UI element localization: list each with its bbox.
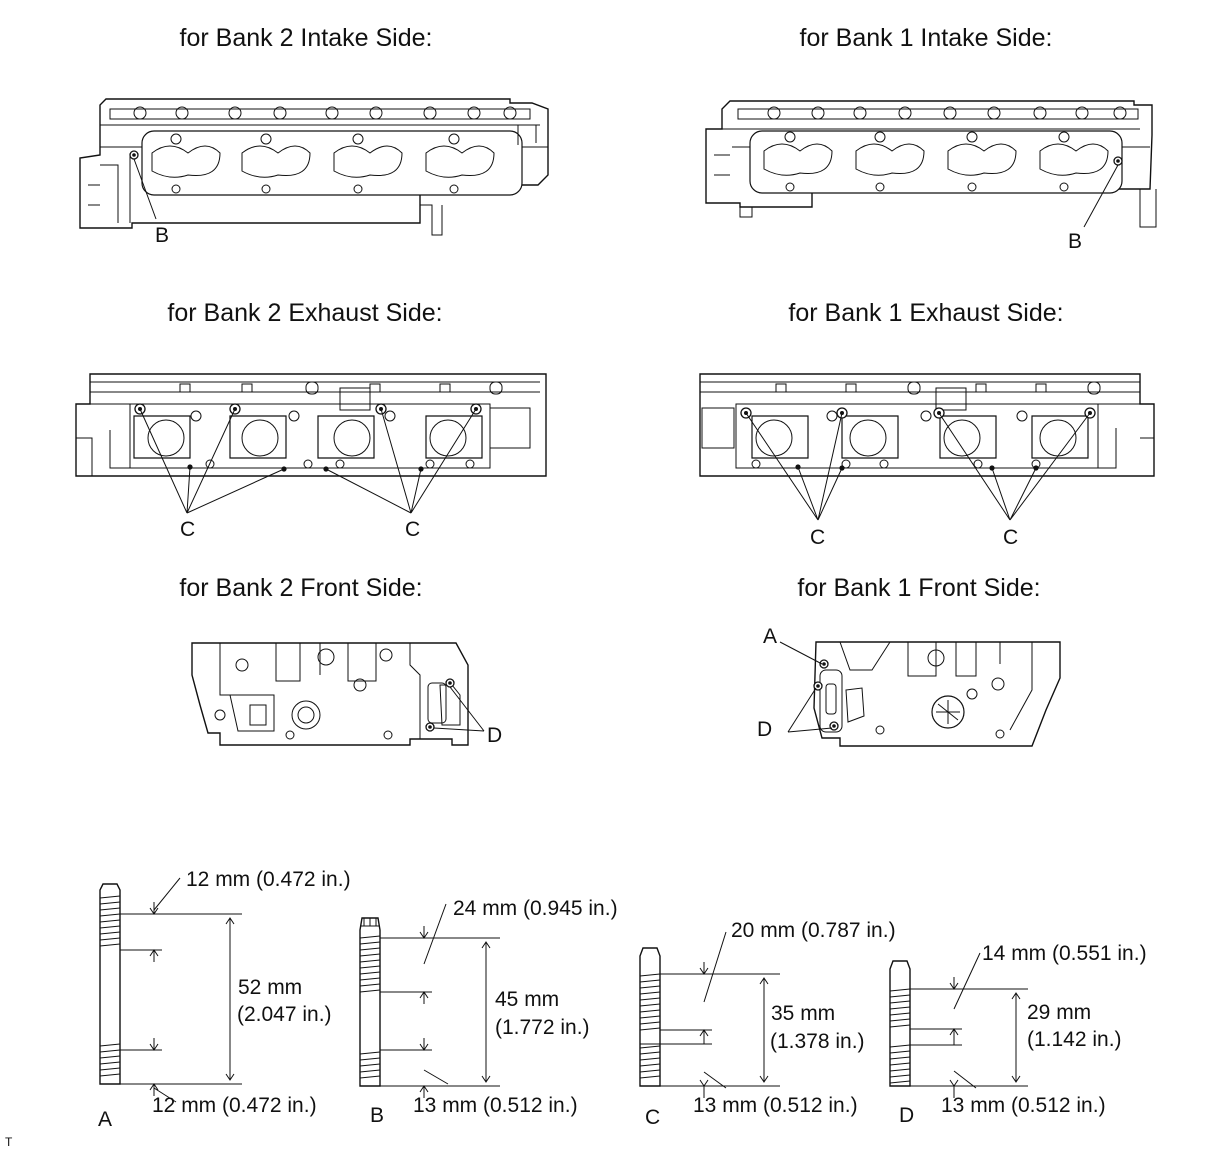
stud-a-letter: A [98,1108,113,1131]
heading-bank1-intake: for Bank 1 Intake Side: [799,24,1053,52]
stud-c-overall-in: (1.378 in.) [770,1030,865,1053]
heading-bank2-intake: for Bank 2 Intake Side: [179,24,433,52]
bank2-exhaust-head-drawing [75,373,547,514]
stud-c-overall-mm: 35 mm [771,1002,836,1025]
stud-b-drawing [359,903,500,1098]
callout-b1-intake-b: B [1068,230,1083,253]
stud-d-thread-top-dim: 14 mm (0.551 in.) [982,942,1147,965]
corner-mark: T [5,1135,13,1149]
stud-c-drawing [639,931,780,1098]
callout-b2-exhaust-left-c: C [180,518,196,541]
callout-b1-front-a: A [763,625,778,648]
stud-d-letter: D [899,1104,915,1127]
stud-b-overall-in: (1.772 in.) [495,1016,590,1039]
stud-b-thread-top-dim: 24 mm (0.945 in.) [453,897,618,920]
stud-a-overall-mm: 52 mm [238,976,303,999]
callout-b2-exhaust-right-c: C [405,518,421,541]
heading-bank1-exhaust: for Bank 1 Exhaust Side: [788,299,1064,327]
heading-bank2-exhaust: for Bank 2 Exhaust Side: [167,299,443,327]
stud-c-thread-bottom-dim: 13 mm (0.512 in.) [693,1094,858,1117]
heading-bank1-front: for Bank 1 Front Side: [797,574,1041,602]
callout-b2-front-d: D [487,724,503,747]
stud-d-thread-bottom-dim: 13 mm (0.512 in.) [941,1094,1106,1117]
bank1-intake-head-drawing [705,100,1157,228]
callout-b1-exhaust-right-c: C [1003,526,1019,549]
heading-bank2-front: for Bank 2 Front Side: [179,574,423,602]
callout-b1-exhaust-left-c: C [810,526,826,549]
bank2-intake-head-drawing [79,98,549,236]
callout-b1-front-d: D [757,718,773,741]
stud-d-overall-mm: 29 mm [1027,1001,1092,1024]
stud-c-letter: C [645,1106,661,1129]
bank2-front-head-drawing [191,642,485,746]
stud-a-thread-bottom-dim: 12 mm (0.472 in.) [152,1094,317,1117]
stud-b-overall-mm: 45 mm [495,988,560,1011]
stud-c-thread-top-dim: 20 mm (0.787 in.) [731,919,896,942]
callout-b2-intake-b: B [155,224,170,247]
stud-b-thread-bottom-dim: 13 mm (0.512 in.) [413,1094,578,1117]
bank1-exhaust-head-drawing [699,373,1155,521]
stud-d-overall-in: (1.142 in.) [1027,1028,1122,1051]
stud-d-drawing [889,952,1028,1098]
stud-a-drawing [99,877,242,1103]
bank1-front-head-drawing [779,641,1061,747]
stud-a-overall-in: (2.047 in.) [237,1003,332,1026]
stud-b-letter: B [370,1104,385,1127]
stud-a-thread-top-dim: 12 mm (0.472 in.) [186,868,351,891]
